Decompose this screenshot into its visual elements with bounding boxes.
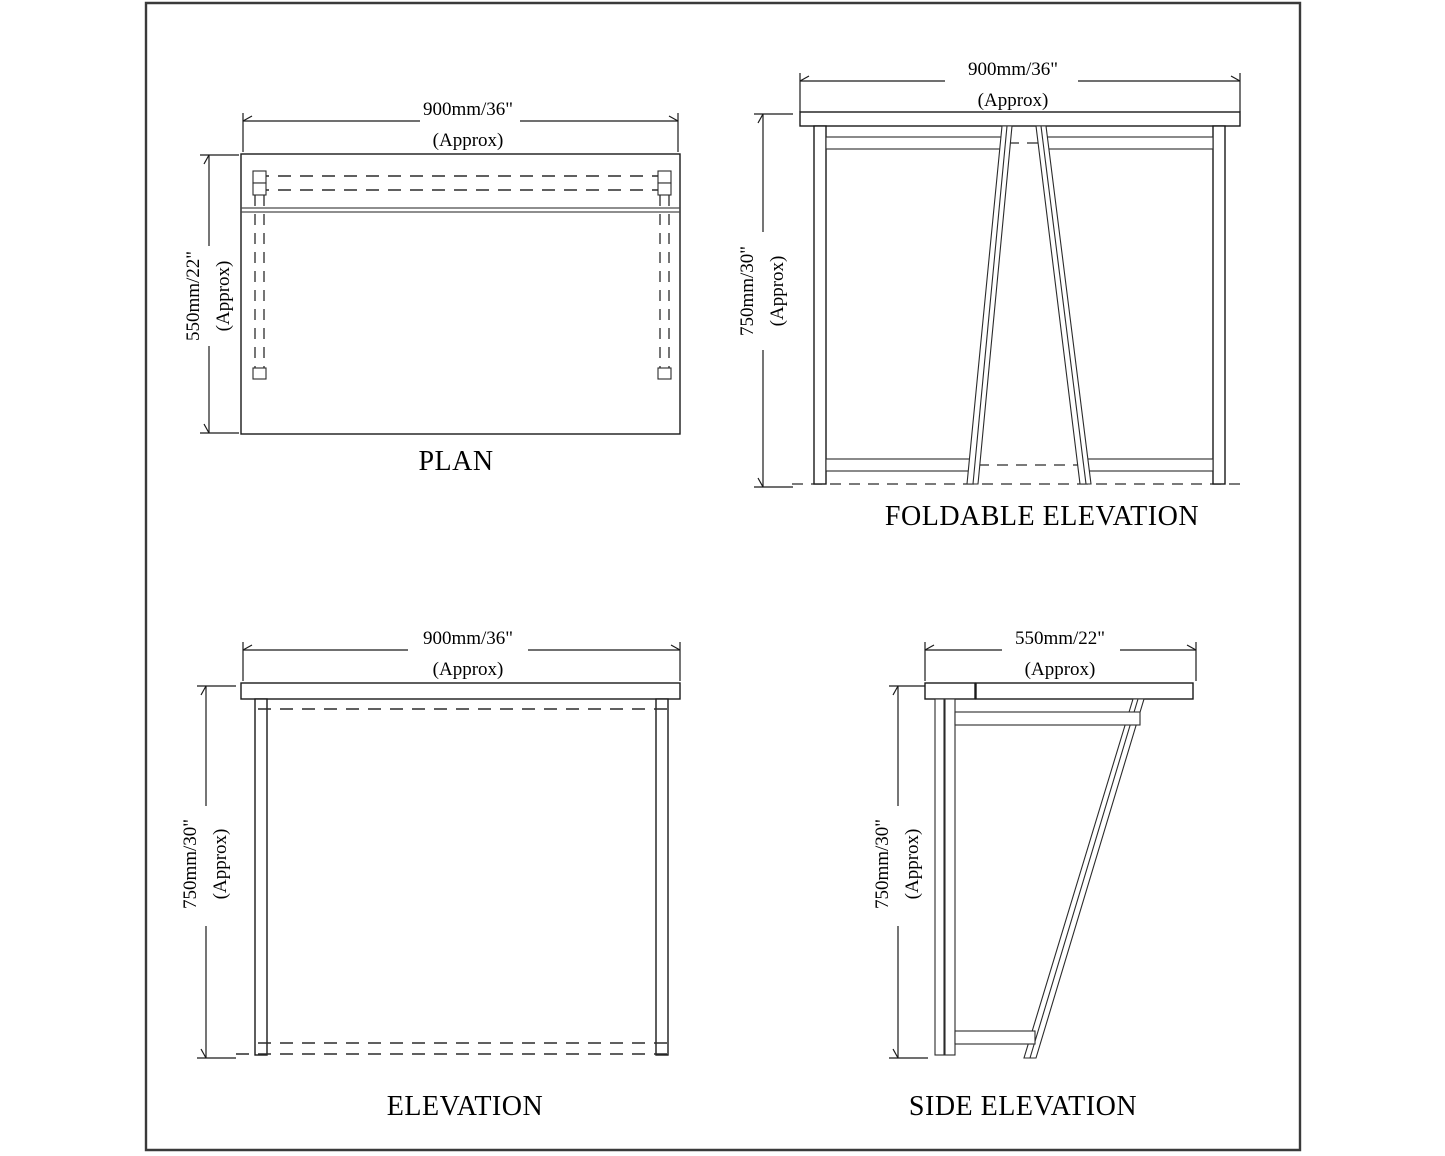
side-tabletop xyxy=(924,682,1194,700)
side-elevation-view-title: SIDE ELEVATION xyxy=(909,1091,1137,1122)
side-leg-left xyxy=(934,698,956,1056)
elevation-height-dimension: 750mm/30" (Approx) xyxy=(180,685,236,1059)
side-upper-rail xyxy=(954,711,1141,726)
elevation-height-value: 750mm/30" xyxy=(180,819,201,909)
elevation-hidden-lower-rails xyxy=(236,1042,672,1055)
plan-width-dimension: 900mm/36" (Approx) xyxy=(242,99,679,152)
side-width-value: 550mm/22" xyxy=(1015,628,1105,649)
view-foldable-elevation: 900mm/36" (Approx) 750mm/30" (Approx) xyxy=(737,59,1248,532)
elevation-leg-right xyxy=(655,698,669,1056)
plan-tabletop-outline xyxy=(240,153,681,435)
side-height-note: (Approx) xyxy=(902,829,923,900)
plan-height-note: (Approx) xyxy=(213,261,234,332)
plan-hidden-leg-left xyxy=(254,176,265,375)
foldable-lower-rail xyxy=(825,458,1214,472)
view-side-elevation: 550mm/22" (Approx) 750mm/30" (Approx) xyxy=(872,628,1197,1122)
foldable-upper-rail xyxy=(825,136,1214,150)
plan-hidden-leg-right xyxy=(659,176,670,375)
side-width-note: (Approx) xyxy=(1025,659,1096,680)
elevation-width-dimension: 900mm/36" (Approx) xyxy=(242,628,681,681)
foldable-leg-left xyxy=(813,125,827,485)
foldable-width-value: 900mm/36" xyxy=(968,59,1058,80)
foldable-leg-right xyxy=(1212,125,1226,485)
side-width-dimension: 550mm/22" (Approx) xyxy=(924,628,1197,681)
plan-hidden-apron-rails xyxy=(256,175,669,191)
view-elevation: 900mm/36" (Approx) 750mm/30" (Approx) EL… xyxy=(180,628,681,1122)
elevation-width-value: 900mm/36" xyxy=(423,628,513,649)
side-leg-slanted xyxy=(1023,698,1145,1059)
plan-height-value: 550mm/22" xyxy=(183,251,204,341)
side-lower-rail xyxy=(954,1030,1036,1045)
foldable-folding-strut-left xyxy=(966,125,1013,485)
plan-fold-line xyxy=(241,207,680,213)
plan-leg-section-top-left xyxy=(252,170,267,196)
plan-height-dimension: 550mm/22" (Approx) xyxy=(183,154,239,434)
foldable-tabletop xyxy=(799,111,1241,127)
sheet-border xyxy=(144,1,1302,1152)
elevation-width-note: (Approx) xyxy=(433,659,504,680)
plan-width-value: 900mm/36" xyxy=(423,99,513,120)
elevation-tabletop xyxy=(240,682,681,700)
foldable-width-dimension: 900mm/36" (Approx) xyxy=(799,59,1241,112)
plan-leg-section-bottom-left xyxy=(252,367,267,380)
foldable-view-title: FOLDABLE ELEVATION xyxy=(885,501,1199,532)
side-height-value: 750mm/30" xyxy=(872,819,893,909)
elevation-view-title: ELEVATION xyxy=(387,1091,543,1122)
plan-leg-section-top-right xyxy=(657,170,672,196)
plan-width-note: (Approx) xyxy=(433,130,504,151)
foldable-height-note: (Approx) xyxy=(767,256,788,327)
foldable-width-note: (Approx) xyxy=(978,90,1049,111)
foldable-folding-strut-right xyxy=(1035,125,1092,485)
plan-leg-section-bottom-right xyxy=(657,367,672,380)
plan-view-title: PLAN xyxy=(418,446,493,477)
side-height-dimension: 750mm/30" (Approx) xyxy=(872,685,928,1059)
foldable-height-dimension: 750mm/30" (Approx) xyxy=(737,113,793,488)
elevation-height-note: (Approx) xyxy=(210,829,231,900)
view-plan: 900mm/36" (Approx) 550mm/22" (Approx) xyxy=(183,99,681,477)
elevation-leg-left xyxy=(254,698,268,1056)
foldable-height-value: 750mm/30" xyxy=(737,246,758,336)
